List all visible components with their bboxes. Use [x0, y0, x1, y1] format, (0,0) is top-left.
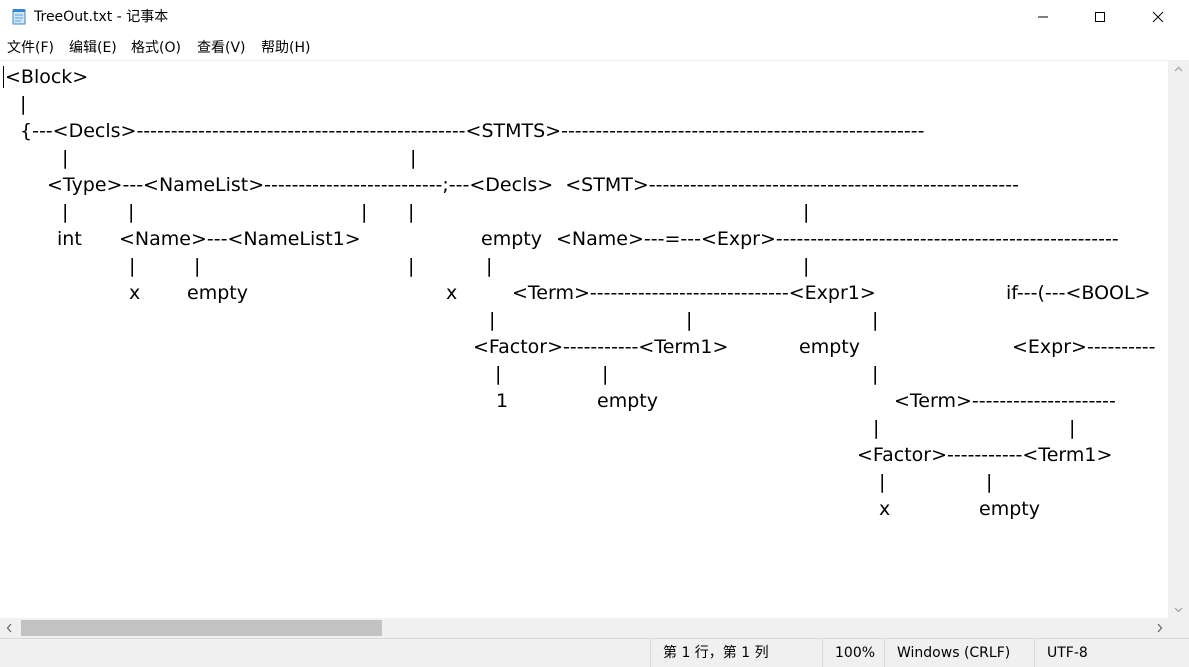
text-caret: [3, 66, 4, 88]
status-cursor-position: 第 1 行，第 1 列: [650, 639, 826, 667]
scroll-down-button[interactable]: [1168, 601, 1189, 618]
tree-connector: |: [879, 471, 886, 493]
minimize-button[interactable]: [1014, 0, 1072, 34]
tree-connector: |: [872, 363, 879, 385]
menu-file[interactable]: 文件(F): [7, 40, 54, 56]
menu-help[interactable]: 帮助(H): [261, 40, 311, 56]
status-zoom: 100%: [822, 639, 884, 667]
tree-node: if---(---<BOOL>: [1006, 282, 1151, 304]
status-line-ending: Windows (CRLF): [884, 639, 1034, 667]
tree-node: {---<Decls>-----------------------------…: [20, 120, 925, 142]
close-button[interactable]: [1129, 0, 1187, 34]
tree-connector: |: [803, 201, 810, 223]
scroll-left-button[interactable]: [0, 618, 17, 638]
tree-node: <Name>---=---<Expr>---------------------…: [556, 228, 1119, 250]
chevron-up-icon: [1174, 66, 1183, 71]
window-title: TreeOut.txt - 记事本: [34, 9, 169, 25]
tree-connector: |: [873, 417, 880, 439]
tree-connector: |: [62, 147, 69, 169]
tree-connector: |: [872, 309, 879, 331]
scroll-up-button[interactable]: [1168, 60, 1189, 77]
tree-node: <Term>-----------------------------<Expr…: [512, 282, 876, 304]
tree-connector: |: [410, 147, 417, 169]
horizontal-scroll-thumb[interactable]: [21, 620, 382, 636]
tree-connector: |: [986, 471, 993, 493]
title-bar: TreeOut.txt - 记事本: [0, 0, 1189, 34]
tree-connector: |: [1069, 417, 1076, 439]
horizontal-scrollbar[interactable]: [0, 618, 1168, 638]
tree-node: x: [446, 282, 458, 304]
menu-bar: 文件(F) 编辑(E) 格式(O) 查看(V) 帮助(H): [0, 37, 1189, 59]
tree-node: <Term>---------------------: [894, 390, 1116, 412]
scrollbar-corner: [1168, 618, 1189, 638]
tree-node: x: [879, 498, 891, 520]
tree-connector: |: [62, 201, 69, 223]
tree-node: int: [57, 228, 82, 250]
tree-node: 1: [496, 390, 509, 412]
tree-connector: |: [129, 255, 136, 277]
tree-node: <Factor>-----------<Term1>: [857, 444, 1113, 466]
tree-node: empty: [597, 390, 658, 412]
tree-node: x: [129, 282, 141, 304]
tree-connector: |: [686, 309, 693, 331]
tree-connector: |: [20, 93, 27, 115]
menu-edit[interactable]: 编辑(E): [69, 40, 117, 56]
tree-node: <Factor>-----------<Term1>: [473, 336, 729, 358]
text-editor[interactable]: <Block> | {---<Decls>-------------------…: [0, 60, 1168, 618]
chevron-right-icon: [1157, 623, 1162, 633]
maximize-button[interactable]: [1071, 0, 1129, 34]
vertical-scrollbar[interactable]: [1168, 60, 1189, 618]
close-icon: [1152, 11, 1164, 23]
status-encoding: UTF-8: [1034, 639, 1189, 667]
tree-node: <Expr>----------: [1012, 336, 1156, 358]
tree-node: empty: [187, 282, 248, 304]
chevron-down-icon: [1174, 607, 1183, 612]
tree-node: <Block>: [5, 66, 89, 88]
tree-connector: |: [803, 255, 810, 277]
tree-node: <Type>---<NameList>---------------------…: [47, 174, 1019, 196]
maximize-icon: [1095, 12, 1105, 22]
tree-output-text: <Block> | {---<Decls>-------------------…: [0, 61, 1168, 618]
tree-connector: |: [361, 201, 368, 223]
menu-format[interactable]: 格式(O): [131, 40, 181, 56]
tree-connector: |: [489, 309, 496, 331]
tree-connector: |: [495, 363, 502, 385]
notepad-icon: [12, 9, 26, 25]
minimize-icon: [1038, 16, 1048, 18]
tree-connector: |: [408, 201, 415, 223]
menu-view[interactable]: 查看(V): [197, 40, 246, 56]
status-bar: 第 1 行，第 1 列 100% Windows (CRLF) UTF-8: [0, 638, 1189, 667]
tree-connector: |: [408, 255, 415, 277]
tree-connector: |: [602, 363, 609, 385]
tree-node: empty: [799, 336, 860, 358]
tree-node: empty: [979, 498, 1040, 520]
tree-connector: |: [486, 255, 493, 277]
tree-connector: |: [128, 201, 135, 223]
tree-node: <Name>---<NameList1>: [119, 228, 361, 250]
scroll-right-button[interactable]: [1151, 618, 1168, 638]
tree-connector: |: [194, 255, 201, 277]
chevron-left-icon: [6, 623, 11, 633]
tree-node: empty: [481, 228, 542, 250]
